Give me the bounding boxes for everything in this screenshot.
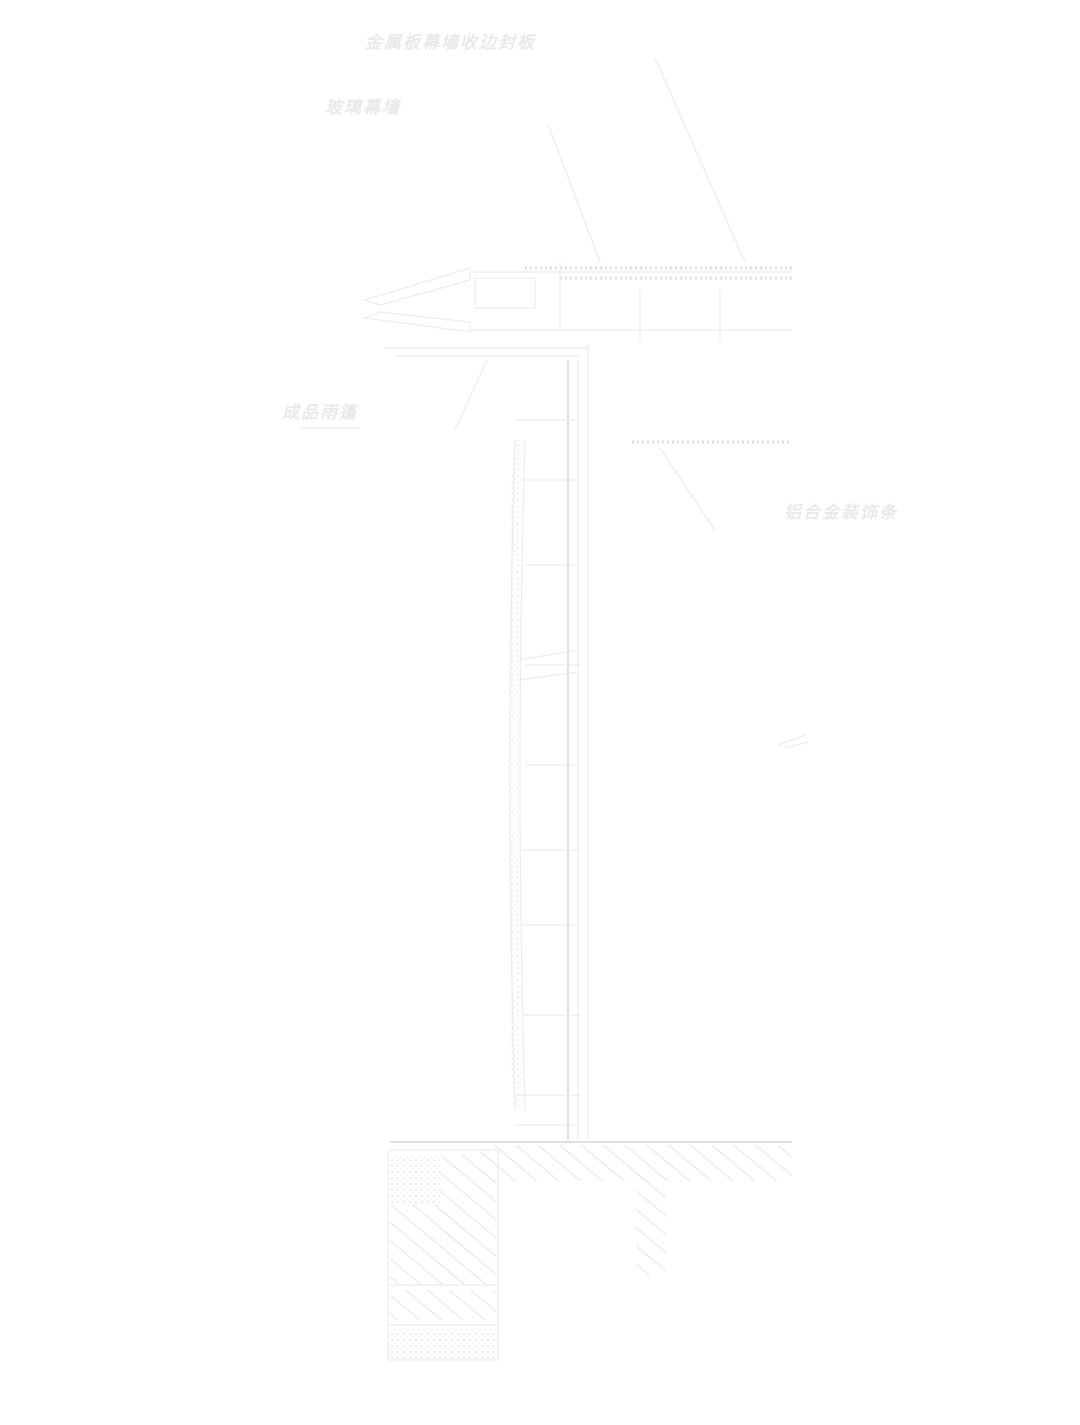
leader-left-1 <box>454 359 488 431</box>
label-metal-panel-edge-trim: 金属板幕墙收边封板 <box>365 33 536 53</box>
label-aluminum-trim: 铝合金装饰条 <box>784 503 898 523</box>
canopy-assembly <box>362 262 792 357</box>
leader-right-1 <box>659 447 716 531</box>
leader-top-2 <box>547 123 601 263</box>
label-glass-curtain-wall: 玻璃幕墙 <box>325 98 401 118</box>
direction-mark <box>777 734 809 749</box>
curtain-wall <box>508 345 589 1140</box>
leader-top-1 <box>654 57 746 263</box>
leader-lines <box>300 57 746 531</box>
label-canopy: 成品雨篷 <box>282 403 358 423</box>
foundation <box>387 1141 792 1361</box>
